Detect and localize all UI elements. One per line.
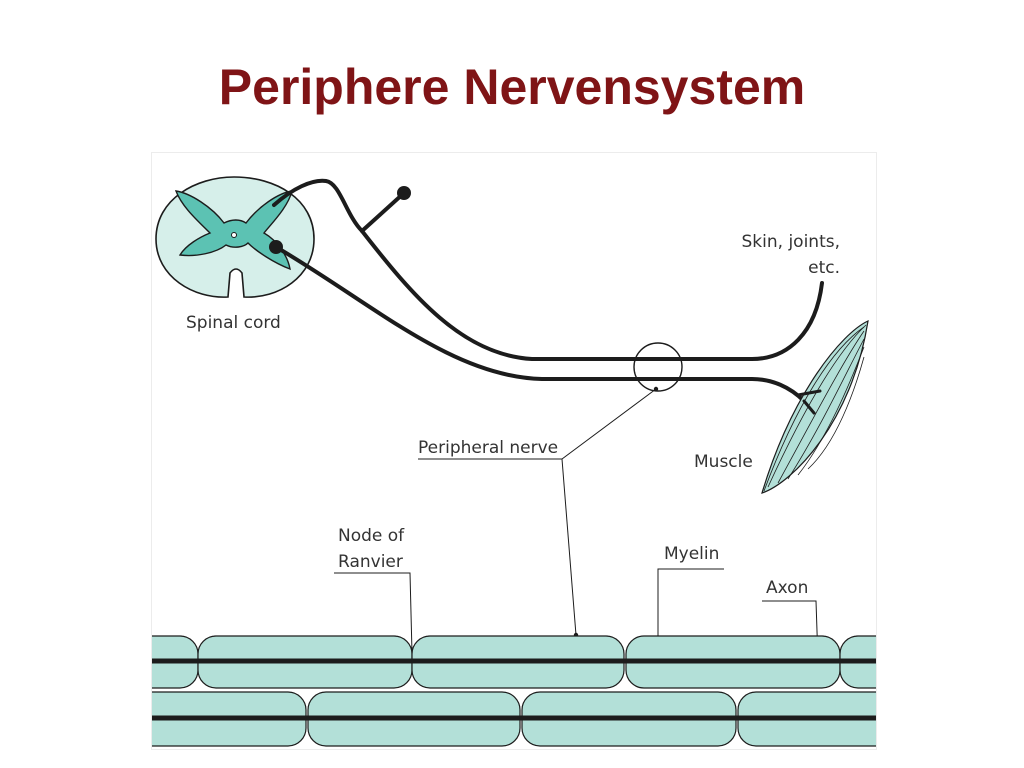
sensory-ganglion-branch	[360, 191, 406, 233]
label-skin-line1: Skin, joints,	[742, 232, 841, 252]
nerve-section-circle	[633, 342, 683, 392]
nerve-pointer-dot	[653, 386, 659, 392]
motor-neuron	[274, 245, 806, 403]
muscle	[761, 319, 869, 494]
spinal-cord	[155, 176, 315, 298]
nervous-system-diagram: Spinal cord Skin, joints, etc. Muscle Pe…	[151, 152, 877, 750]
muscle-fibers	[763, 324, 867, 492]
label-axon: Axon	[766, 578, 808, 598]
grey-matter	[174, 190, 293, 271]
node-pointer-line	[334, 572, 413, 654]
sensory-nerve-fiber	[360, 229, 824, 361]
myelinated-fibers	[152, 635, 876, 747]
label-node-line1: Node of	[338, 526, 405, 546]
slide-title: Periphere Nervensystem	[218, 59, 806, 115]
label-skin-line2: etc.	[808, 258, 840, 278]
label-muscle: Muscle	[694, 452, 753, 472]
diagram-svg: Spinal cord Skin, joints, etc. Muscle Pe…	[152, 176, 876, 747]
muscle-outline	[761, 319, 869, 494]
neuromuscular-branch	[796, 389, 822, 415]
myelin-pointer-line	[657, 568, 724, 645]
peripheral-nerve-pointer	[418, 388, 657, 636]
motor-nerve-fiber	[274, 245, 806, 403]
central-canal	[231, 232, 237, 238]
ganglion-cell-body	[397, 186, 411, 200]
label-node-line2: Ranvier	[338, 552, 403, 572]
label-spinal-cord: Spinal cord	[186, 313, 281, 333]
label-peripheral-nerve: Peripheral nerve	[418, 438, 558, 458]
label-myelin: Myelin	[664, 544, 719, 564]
sensory-axon-central	[272, 178, 364, 233]
sensory-neuron	[272, 178, 824, 361]
motor-cell-body	[269, 240, 283, 254]
